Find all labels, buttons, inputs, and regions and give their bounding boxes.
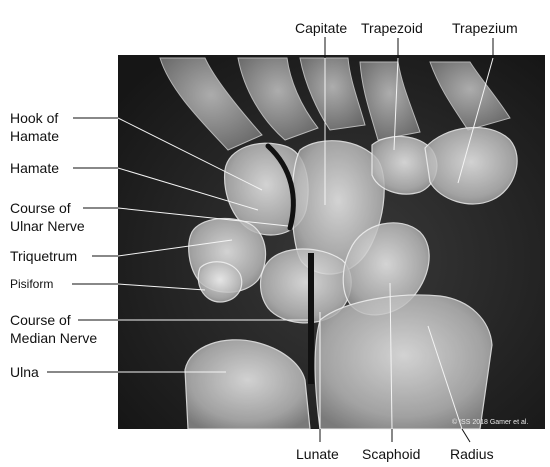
label-hamate: Hamate — [10, 160, 59, 176]
label-ulnar-nerve-line1: Course of — [10, 200, 71, 216]
leader-lines — [47, 37, 494, 443]
label-lunate: Lunate — [296, 446, 339, 462]
label-radius: Radius — [450, 446, 494, 462]
ulnar-nerve-course-marker — [265, 143, 296, 231]
pisiform-bone — [197, 261, 243, 303]
label-median-nerve-line1: Course of — [10, 312, 71, 328]
label-pisiform: Pisiform — [10, 277, 53, 291]
label-hook-of-hamate-line2: Hamate — [10, 128, 59, 144]
forearm-bones — [184, 294, 493, 430]
metacarpals — [159, 57, 511, 151]
label-capitate: Capitate — [295, 20, 347, 36]
label-triquetrum: Triquetrum — [10, 248, 77, 264]
label-scaphoid: Scaphoid — [362, 446, 420, 462]
label-trapezium: Trapezium — [452, 20, 518, 36]
carpal-bones — [188, 126, 518, 324]
radius-bone — [314, 294, 493, 430]
label-ulnar-nerve-line2: Ulnar Nerve — [10, 218, 85, 234]
label-median-nerve-line2: Median Nerve — [10, 330, 97, 346]
ulna-bone — [184, 339, 311, 430]
copyright-notice: © ISS 2018 Gamer et al. — [452, 418, 528, 426]
label-trapezoid: Trapezoid — [361, 20, 423, 36]
median-nerve-course-marker — [308, 253, 314, 384]
label-hook-of-hamate-line1: Hook of — [10, 110, 58, 126]
label-ulna: Ulna — [10, 364, 39, 380]
trapezium-bone — [424, 126, 518, 205]
